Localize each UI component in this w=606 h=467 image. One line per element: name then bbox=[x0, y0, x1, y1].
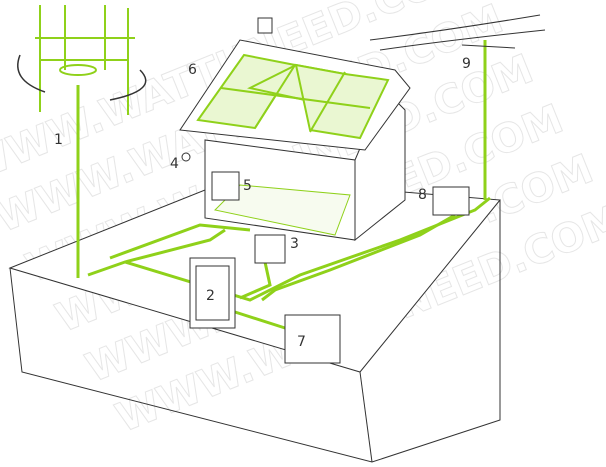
box-7-battery bbox=[284, 314, 341, 364]
label-controller: 5 bbox=[243, 178, 252, 194]
wind-turbine bbox=[17, 5, 147, 115]
label-wind-turbine: 1 bbox=[54, 132, 63, 148]
chimney bbox=[257, 17, 273, 34]
box-5-controller bbox=[211, 171, 240, 201]
label-grid-meter: 8 bbox=[418, 187, 427, 203]
label-inverter: 2 bbox=[206, 288, 215, 304]
label-meter: 3 bbox=[290, 236, 299, 252]
label-sensor: 4 bbox=[170, 156, 179, 172]
sun-sensor-icon bbox=[181, 152, 191, 162]
label-utility-pole: 9 bbox=[462, 56, 471, 72]
box-8-meter bbox=[432, 186, 470, 216]
utility-pole bbox=[369, 14, 546, 51]
label-battery: 7 bbox=[297, 334, 306, 350]
box-3-meter bbox=[254, 234, 286, 264]
label-solar-panels: 6 bbox=[188, 62, 197, 78]
solar-panels bbox=[196, 53, 390, 140]
